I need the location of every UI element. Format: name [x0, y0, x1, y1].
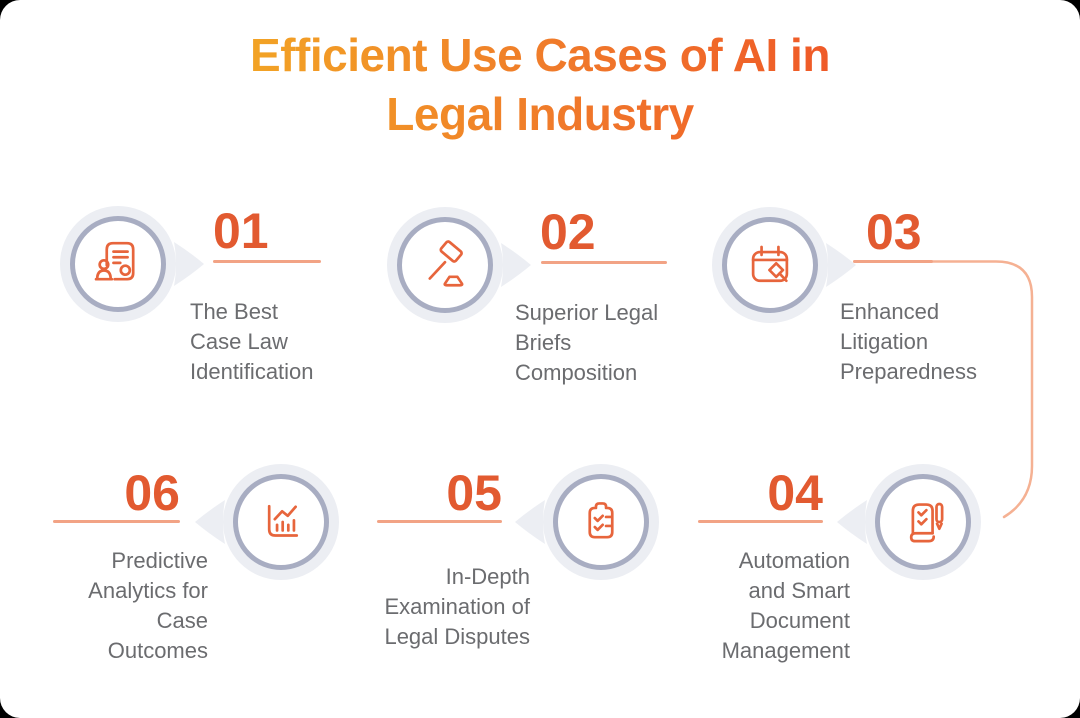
bubble-tail-icon [174, 242, 204, 286]
step-02-label: Superior Legal Briefs Composition [515, 300, 659, 385]
step-04-badge [837, 464, 981, 580]
bubble-tail-icon [837, 500, 867, 544]
step-03-circle [722, 217, 818, 313]
step-03-number: 03 [866, 204, 922, 260]
step-01-number: 01 [213, 203, 269, 259]
step-01-label: The Best Case Law Identification [190, 299, 314, 384]
step-02-badge [387, 207, 531, 323]
step-04-number: 04 [767, 465, 823, 521]
predictive-analytics-icon [267, 504, 299, 537]
step-06-badge [195, 464, 339, 580]
bubble-tail-icon [501, 243, 531, 287]
bubble-tail-icon [195, 500, 225, 544]
step-05-circle [553, 474, 649, 570]
gavel-icon [428, 240, 464, 287]
step-02-circle [397, 217, 493, 313]
step-03-underline [853, 260, 933, 263]
step-04-circle [875, 474, 971, 570]
bubble-tail-icon [515, 500, 545, 544]
step-01-underline [213, 260, 321, 263]
step-04-label: Automation and Smart Document Management [721, 548, 850, 663]
checklist-clipboard-icon [588, 502, 614, 539]
page-title: Efficient Use Cases of AI in Legal Indus… [250, 26, 830, 144]
bubble-tail-icon [826, 243, 856, 287]
step-06-underline [53, 520, 180, 523]
step-06-label: Predictive Analytics for Case Outcomes [88, 548, 208, 663]
header: Efficient Use Cases of AI in Legal Indus… [0, 26, 1080, 144]
step-02-underline [541, 261, 667, 264]
step-03-label: Enhanced Litigation Preparedness [840, 299, 977, 384]
step-05-label: In-Depth Examination of Legal Disputes [384, 564, 530, 649]
calendar-pin-icon [751, 245, 789, 283]
step-02-number: 02 [540, 204, 596, 260]
case-law-document-icon [94, 241, 135, 281]
step-05-number: 05 [446, 465, 502, 521]
step-01-badge [60, 206, 204, 322]
smart-document-pen-icon [909, 502, 944, 543]
step-06-number: 06 [124, 465, 180, 521]
step-05-badge [515, 464, 659, 580]
step-06-circle [233, 474, 329, 570]
step-03-badge [712, 207, 856, 323]
step-05-underline [377, 520, 502, 523]
step-04-underline [698, 520, 823, 523]
step-01-circle [70, 216, 166, 312]
